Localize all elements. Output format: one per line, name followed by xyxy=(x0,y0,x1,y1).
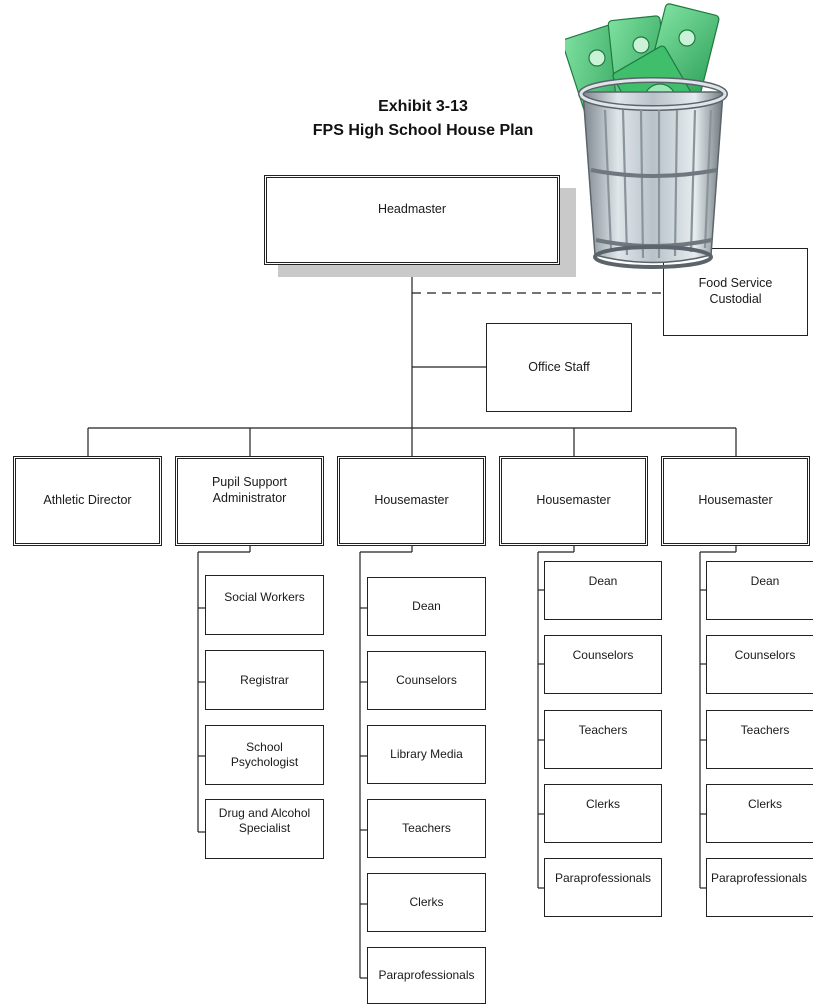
social-workers-box: Social Workers xyxy=(205,575,324,635)
housemaster-box-2: Housemaster xyxy=(499,456,648,546)
h1-dean-box: Dean xyxy=(367,577,486,636)
h3-teachers-box: Teachers xyxy=(706,710,813,769)
headmaster-box: Headmaster xyxy=(264,175,560,265)
h2-dean-box: Dean xyxy=(544,561,662,620)
office-staff-box: Office Staff xyxy=(486,323,632,412)
h3-paraprofessionals-box: Paraprofessionals xyxy=(706,858,813,917)
h3-counselors-box: Counselors xyxy=(706,635,813,694)
h2-teachers-box: Teachers xyxy=(544,710,662,769)
h3-clerks-box: Clerks xyxy=(706,784,813,843)
h2-counselors-box: Counselors xyxy=(544,635,662,694)
exhibit-number: Exhibit 3-13 xyxy=(378,98,468,115)
housemaster-box-1: Housemaster xyxy=(337,456,486,546)
h1-clerks-box: Clerks xyxy=(367,873,486,932)
h1-library-media-box: Library Media xyxy=(367,725,486,784)
housemaster-box-3: Housemaster xyxy=(661,456,810,546)
h1-paraprofessionals-box: Paraprofessionals xyxy=(367,947,486,1004)
h3-dean-box: Dean xyxy=(706,561,813,620)
pupil-support-box: Pupil Support Administrator xyxy=(175,456,324,546)
athletic-director-box: Athletic Director xyxy=(13,456,162,546)
exhibit-title: FPS High School House Plan xyxy=(312,122,534,139)
drug-alcohol-specialist-box: Drug and Alcohol Specialist xyxy=(205,799,324,859)
h2-clerks-box: Clerks xyxy=(544,784,662,843)
h2-paraprofessionals-box: Paraprofessionals xyxy=(544,858,662,917)
trash-can-with-money-icon xyxy=(565,3,728,269)
school-psychologist-box: School Psychologist xyxy=(205,725,324,785)
registrar-box: Registrar xyxy=(205,650,324,710)
h1-counselors-box: Counselors xyxy=(367,651,486,710)
food-service-box: Food Service Custodial xyxy=(663,248,808,336)
h1-teachers-box: Teachers xyxy=(367,799,486,858)
